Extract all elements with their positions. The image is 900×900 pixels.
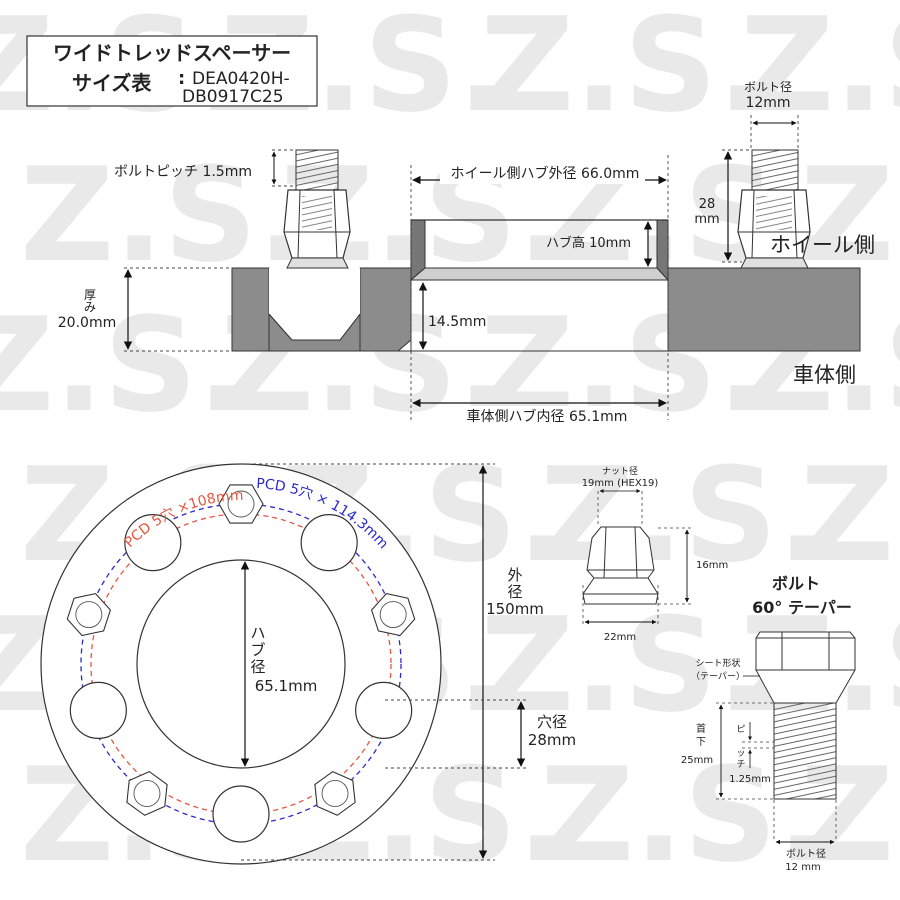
title-box: ワイドトレッドスペーサー サイズ表 : DEA0420H- DB0917C25 <box>26 35 318 107</box>
hub-dia-value: 65.1mm <box>255 677 318 695</box>
hub-dia-1: ハ <box>250 624 265 642</box>
outer-dia-value: 150mm <box>486 600 544 618</box>
watermark-text: Z.S. <box>800 439 900 591</box>
neck-1: 首 <box>696 722 706 735</box>
hex-nut-marker <box>314 770 356 816</box>
bolt-hole <box>212 785 270 843</box>
spacer-hub-circle <box>136 559 346 769</box>
bolt-hole <box>355 681 413 739</box>
hole-dia-1: 穴径 <box>537 713 567 731</box>
stud-length-2: mm <box>694 212 719 227</box>
hub-dia-3: 径 <box>250 658 265 676</box>
bolt-dia-label: ボルト径 <box>744 80 792 94</box>
pitch-3: チ <box>736 759 745 770</box>
stud-length-1: 28 <box>699 197 716 212</box>
nut-width-label: 22mm <box>604 632 636 643</box>
pitch-value: 1.25mm <box>729 774 771 785</box>
watermark-text: Z.S. <box>480 0 767 141</box>
vehicle-side-label: 車体側 <box>793 363 856 387</box>
side-view: ボルトピッチ 1.5mm ホイール側ハブ外径 66.0mm ボルト径 12mm … <box>58 80 875 426</box>
nut-detail: ナット径 19mm (HEX19) 16mm 22mm <box>582 465 729 643</box>
recess-depth-label: 14.5mm <box>428 314 486 330</box>
wheel-side-label: ホイール側 <box>770 233 875 257</box>
hex-nut-group <box>66 484 416 816</box>
seat-shape-2: （テーパー） <box>691 671 745 682</box>
spacer-right-section <box>667 267 861 352</box>
title-line2: サイズ表 <box>72 71 152 95</box>
pcd-114-circle <box>80 503 402 825</box>
hex-nut-marker <box>370 592 416 637</box>
hex-nut-marker <box>66 592 112 637</box>
bolt-detail: ボルト 60° テーパー シート形状 （テーパー） 首 下 25mm ピ <box>681 574 856 873</box>
thickness-1: 厚 <box>84 288 96 302</box>
outer-dia-1: 外 <box>507 566 522 584</box>
watermark-text: Z.S. <box>540 439 827 591</box>
watermark-text: Z.S. <box>20 139 307 291</box>
seat-shape-1: シート形状 <box>695 657 740 669</box>
bolt-hole <box>124 514 182 572</box>
bolt-title-2: 60° テーパー <box>752 598 852 617</box>
nut-label-1: ナット径 <box>602 465 638 477</box>
bolt-title-1: ボルト <box>772 574 820 593</box>
bolt-hole <box>300 514 358 572</box>
hex-nut-marker <box>126 770 168 816</box>
bolt-hole-group <box>69 514 413 843</box>
pitch-1: ピ <box>736 724 745 735</box>
left-stud-nut <box>283 149 351 269</box>
pitch-2: ッ <box>736 749 745 759</box>
bolt-dia-detail-1: ボルト径 <box>786 847 826 860</box>
watermark-text: Z.S. <box>800 139 900 291</box>
title-code1: DEA0420H- <box>192 69 290 89</box>
bolt-dia-detail-2: 12 mm <box>785 862 820 873</box>
wheel-hub-outer-label: ホイール側ハブ外径 66.0mm <box>451 165 640 182</box>
title-line1: ワイドトレッドスペーサー <box>53 41 291 65</box>
title-code2: DB0917C25 <box>182 87 284 107</box>
bolt-hole <box>69 681 127 739</box>
hub-height-label: ハブ高 10mm <box>546 235 631 251</box>
vehicle-hub-inner-label: 車体側ハブ内径 65.1mm <box>467 408 628 425</box>
thickness-3: 20.0mm <box>58 315 116 331</box>
watermark-text: Z.S. <box>0 289 247 441</box>
right-stud-nut <box>737 149 811 269</box>
outer-dia-2: 径 <box>507 583 522 601</box>
bolt-pitch-label: ボルトピッチ 1.5mm <box>114 164 252 180</box>
nut-label-2: 19mm (HEX19) <box>582 478 659 489</box>
hex-nut-marker <box>218 484 264 524</box>
watermark-text: Z.S. <box>740 0 900 141</box>
hole-dia-2: 28mm <box>528 731 576 749</box>
title-colon: : <box>178 68 185 89</box>
thickness-2: み <box>84 300 96 314</box>
hub-dia-2: ブ <box>250 641 265 659</box>
nut-height-label: 16mm <box>696 560 728 571</box>
bolt-dia-value: 12mm <box>745 95 790 111</box>
front-view: PCD 5穴 ×108mm PCD 5穴 × 114.3mm ハ ブ 径 65.… <box>40 463 576 865</box>
neck-3: 25mm <box>681 755 713 766</box>
neck-2: 下 <box>696 737 706 748</box>
